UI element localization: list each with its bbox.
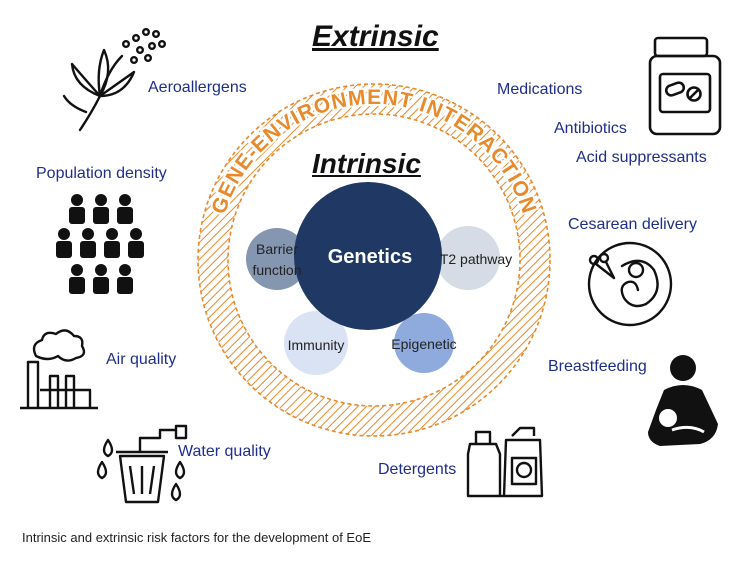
genetics-label: Genetics [328,246,412,268]
epigenetic-label: Epigenetic [391,336,456,352]
immunity-bubble [284,311,348,375]
barrier-label-line2: function [252,262,301,278]
water-quality-label: Water quality [178,443,271,460]
epigenetic-bubble [394,313,454,373]
population-density-label: Population density [36,165,167,182]
flower-pollen-icon [62,28,166,132]
aeroallergens-label: Aeroallergens [148,79,247,96]
barrier-label-line1: Barrier [256,241,298,257]
acid-suppressants-label: Acid suppressants [576,149,707,166]
breastfeeding-label: Breastfeeding [548,358,647,375]
medications-label: Medications [497,81,583,98]
barrier-function-bubble [246,228,308,290]
crowd-icon [56,194,144,294]
intrinsic-bubbles: Genetics Barrier function T2 pathway Imm… [246,182,512,375]
cesarean-delivery-label: Cesarean delivery [568,216,697,233]
detergents-label: Detergents [378,461,457,478]
scissors-fetus-icon [587,241,673,327]
air-quality-label: Air quality [106,351,177,368]
water-filter-icon [96,424,188,504]
genetics-bubble [294,182,442,330]
detergent-bottles-icon [466,426,544,498]
extrinsic-heading: Extrinsic [312,20,439,53]
intrinsic-heading: Intrinsic [312,148,421,179]
t2-pathway-bubble [436,226,500,290]
pill-bottle-icon [648,36,722,136]
antibiotics-label: Antibiotics [554,120,627,137]
factory-icon [20,329,98,410]
t2-pathway-label: T2 pathway [440,251,512,267]
figure-caption: Intrinsic and extrinsic risk factors for… [22,530,371,545]
immunity-label: Immunity [288,337,345,353]
breastfeeding-icon [648,355,718,446]
